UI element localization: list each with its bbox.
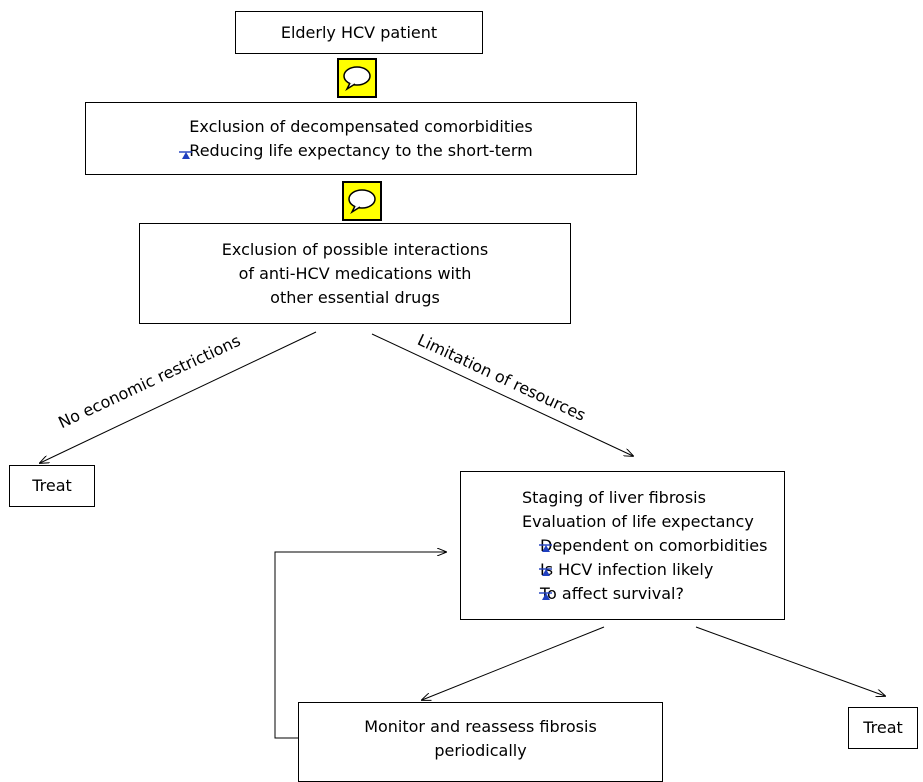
insertion-mark-icon <box>539 592 552 600</box>
node-text-line-2: Reducing life expectancy to the short-te… <box>189 140 533 160</box>
speech-bubble-icon[interactable] <box>337 58 377 98</box>
node-text-line-3: Dependent on comorbidities <box>540 536 768 555</box>
node-elderly-hcv-patient: Elderly HCV patient <box>235 11 483 54</box>
node-text-line-1: Staging of liver fibrosis <box>522 488 706 507</box>
node-text-line-3: other essential drugs <box>270 287 440 307</box>
speech-bubble-glyph <box>343 66 371 91</box>
arrow-to-treat-left <box>40 331 317 463</box>
node-text-line-1: Exclusion of possible interactions <box>221 239 489 259</box>
node-exclusion-interactions: Exclusion of possible interactions of an… <box>139 223 571 324</box>
node-text-line-2: Evaluation of life expectancy <box>522 512 754 531</box>
arrow-to-treat-right <box>695 626 885 696</box>
node-text-line-5: To affect survival? <box>540 584 684 603</box>
loop-back-arrow <box>274 552 446 739</box>
node-text: Treat <box>32 476 72 495</box>
node-text-line-1: Exclusion of decompensated comorbidities <box>189 116 533 136</box>
speech-bubble-icon[interactable] <box>342 181 382 221</box>
arrow-to-monitor <box>422 626 605 700</box>
node-text: Elderly HCV patient <box>280 22 438 42</box>
insertion-mark-icon <box>539 568 552 576</box>
insertion-mark-icon <box>539 544 552 552</box>
node-text-line-2: periodically <box>434 741 527 760</box>
arrow-to-staging <box>371 333 633 456</box>
node-treat-right: Treat <box>848 707 918 749</box>
node-text: Treat <box>863 718 903 737</box>
node-treat-left: Treat <box>9 465 95 507</box>
node-staging: Staging of liver fibrosis Evaluation of … <box>460 471 785 620</box>
insertion-mark-icon <box>179 151 192 159</box>
node-text-line-2: of anti-HCV medications with <box>238 263 472 283</box>
speech-bubble-glyph <box>348 189 376 214</box>
node-text-line-1: Monitor and reassess fibrosis <box>364 717 597 736</box>
node-exclusion-comorbidities: Exclusion of decompensated comorbidities… <box>85 102 637 175</box>
node-monitor: Monitor and reassess fibrosis periodical… <box>298 702 663 782</box>
node-text-line-4: Is HCV infection likely <box>540 560 714 579</box>
